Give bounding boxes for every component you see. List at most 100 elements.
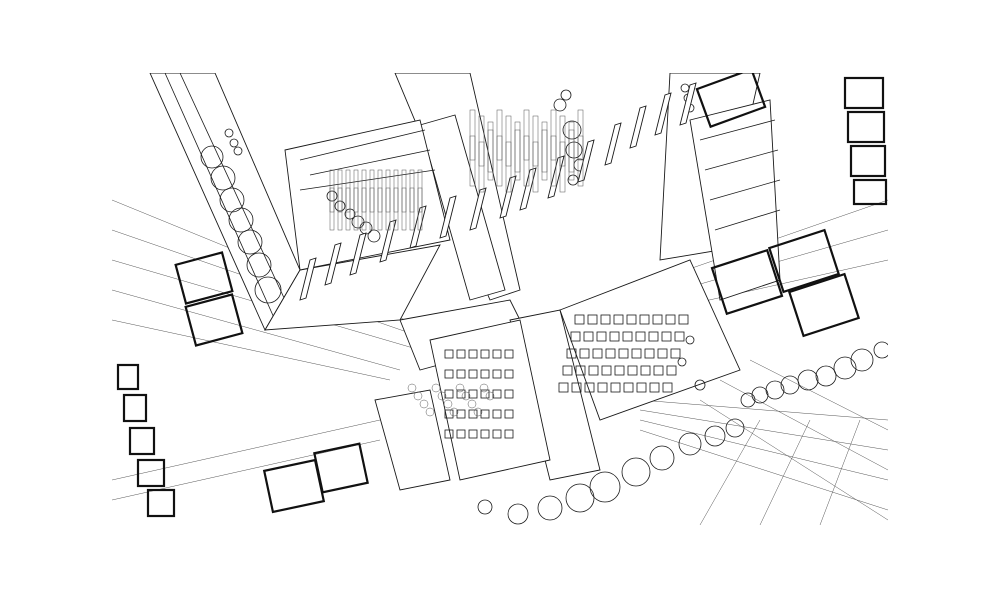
tree-canopy: [237, 229, 263, 255]
tree-canopy: [815, 365, 837, 387]
window-cell: [504, 369, 514, 379]
window-cell: [504, 349, 514, 359]
column-top: [443, 399, 453, 409]
window-cell: [644, 348, 655, 359]
column: [353, 187, 359, 231]
column: [559, 115, 566, 167]
window-cell: [640, 365, 651, 376]
balcony-ledge: [469, 187, 487, 231]
column: [514, 129, 521, 181]
balcony-ledge: [349, 232, 367, 276]
window-cell: [618, 348, 629, 359]
tree-canopy: [562, 120, 582, 140]
column: [496, 135, 503, 187]
window-cell: [597, 382, 608, 393]
window-cell: [468, 409, 478, 419]
tree-canopy: [233, 146, 243, 156]
window-cell: [492, 369, 502, 379]
window-cell: [504, 389, 514, 399]
tree-canopy: [765, 380, 785, 400]
window-cell: [588, 365, 599, 376]
window-cell: [670, 348, 681, 359]
balcony-ledge: [629, 105, 647, 149]
column-top: [425, 407, 435, 417]
column: [541, 121, 548, 173]
window-cell: [622, 331, 633, 342]
tree-canopy: [694, 379, 706, 391]
column-top: [431, 383, 441, 393]
window-cell: [570, 331, 581, 342]
tree-canopy: [507, 503, 529, 525]
column: [532, 115, 539, 167]
column: [409, 187, 415, 231]
window-cell: [575, 365, 586, 376]
column: [385, 187, 391, 231]
column: [568, 121, 575, 173]
window-cell: [456, 389, 466, 399]
window-cell: [584, 382, 595, 393]
window-boxes: [116, 73, 888, 518]
column: [478, 141, 485, 193]
window-cell: [492, 429, 502, 439]
window-cell: [444, 389, 454, 399]
balcony-ledge: [654, 92, 672, 136]
column: [505, 141, 512, 193]
tree-canopy: [589, 471, 621, 503]
column-top: [413, 391, 423, 401]
tree-canopy: [537, 495, 563, 521]
column-top: [473, 407, 483, 417]
window-cell: [648, 331, 659, 342]
window-cell: [468, 369, 478, 379]
window-cell: [480, 349, 490, 359]
tree-canopy: [751, 386, 769, 404]
window-cell: [662, 382, 673, 393]
window-cell: [678, 314, 689, 325]
column-top: [479, 383, 489, 393]
window-cell: [562, 365, 573, 376]
column: [469, 109, 476, 161]
tree-canopy: [553, 98, 567, 112]
window-cell: [444, 409, 454, 419]
column: [487, 129, 494, 181]
window-cell: [639, 314, 650, 325]
tree-canopy: [677, 357, 687, 367]
window-cell: [610, 382, 621, 393]
balcony-ledge: [499, 175, 517, 219]
window-cell: [626, 314, 637, 325]
column: [577, 109, 584, 161]
window-cell: [468, 429, 478, 439]
window-cell: [583, 331, 594, 342]
window-cell: [666, 365, 677, 376]
window-cell: [623, 382, 634, 393]
window-cell: [635, 331, 646, 342]
tower-upper-center: [284, 73, 521, 301]
column: [345, 187, 351, 231]
window-cell: [574, 314, 585, 325]
column: [541, 129, 548, 181]
window-cell: [480, 369, 490, 379]
column: [532, 141, 539, 193]
central-plaza: [374, 259, 741, 491]
tree-canopy: [685, 335, 695, 345]
balcony-ledge: [519, 167, 537, 211]
tower-upper-left: [149, 73, 441, 331]
tree-canopy: [725, 418, 745, 438]
tree-canopy: [649, 445, 675, 471]
window-cell: [601, 365, 612, 376]
window-cell: [456, 349, 466, 359]
window-cell: [480, 389, 490, 399]
tree-canopy: [228, 207, 254, 233]
column-top: [437, 391, 447, 401]
window-cell: [657, 348, 668, 359]
tree-canopy: [850, 348, 874, 372]
column: [393, 187, 399, 231]
window-cell: [631, 348, 642, 359]
column: [577, 135, 584, 187]
balcony-ledge: [604, 122, 622, 166]
window-cell: [504, 409, 514, 419]
window-cell: [504, 429, 514, 439]
balcony-ledge: [439, 195, 457, 239]
tree-canopy: [873, 341, 888, 359]
column-top: [485, 391, 495, 401]
